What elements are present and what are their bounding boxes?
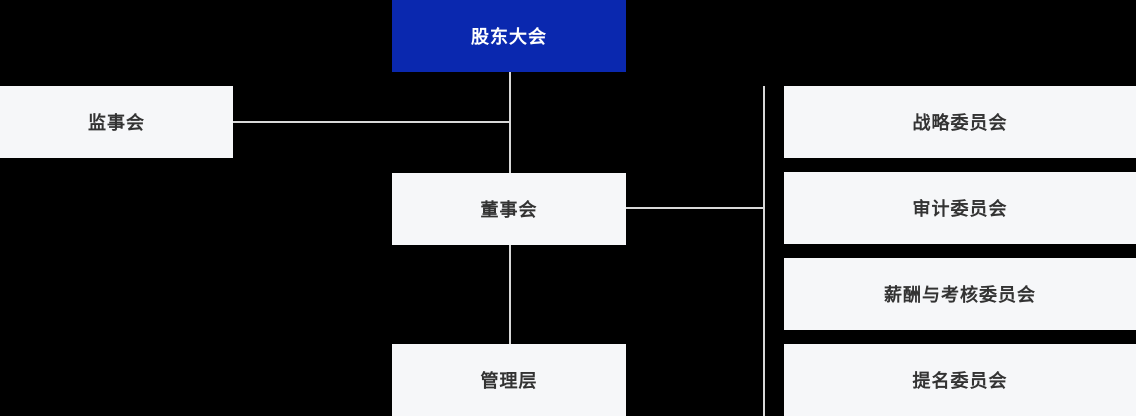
- node-strategy-committee[interactable]: 战略委员会: [784, 86, 1136, 158]
- node-label-audit-committee: 审计委员会: [912, 199, 1008, 219]
- node-label-management: 管理层: [480, 371, 538, 391]
- connector-board-to-committees: [625, 207, 765, 209]
- node-label-board-of-supervisors: 监事会: [88, 113, 145, 133]
- node-label-shareholders-meeting: 股东大会: [471, 27, 547, 47]
- connector-committee-spine: [763, 86, 765, 416]
- node-shareholders-meeting[interactable]: 股东大会: [392, 0, 626, 72]
- node-management[interactable]: 管理层: [392, 344, 626, 416]
- node-nomination-committee[interactable]: 提名委员会: [784, 344, 1136, 416]
- node-label-nomination-committee: 提名委员会: [912, 371, 1008, 391]
- node-label-remuneration-committee: 薪酬与考核委员会: [884, 285, 1036, 305]
- node-audit-committee[interactable]: 审计委员会: [784, 172, 1136, 244]
- node-board-of-directors[interactable]: 董事会: [392, 173, 626, 245]
- node-label-strategy-committee: 战略委员会: [912, 113, 1008, 133]
- connector-to-supervisors: [233, 121, 511, 123]
- node-label-board-of-directors: 董事会: [480, 200, 538, 220]
- node-remuneration-committee[interactable]: 薪酬与考核委员会: [784, 258, 1136, 330]
- connector-board-to-management: [509, 243, 511, 344]
- node-board-of-supervisors[interactable]: 监事会: [0, 86, 233, 158]
